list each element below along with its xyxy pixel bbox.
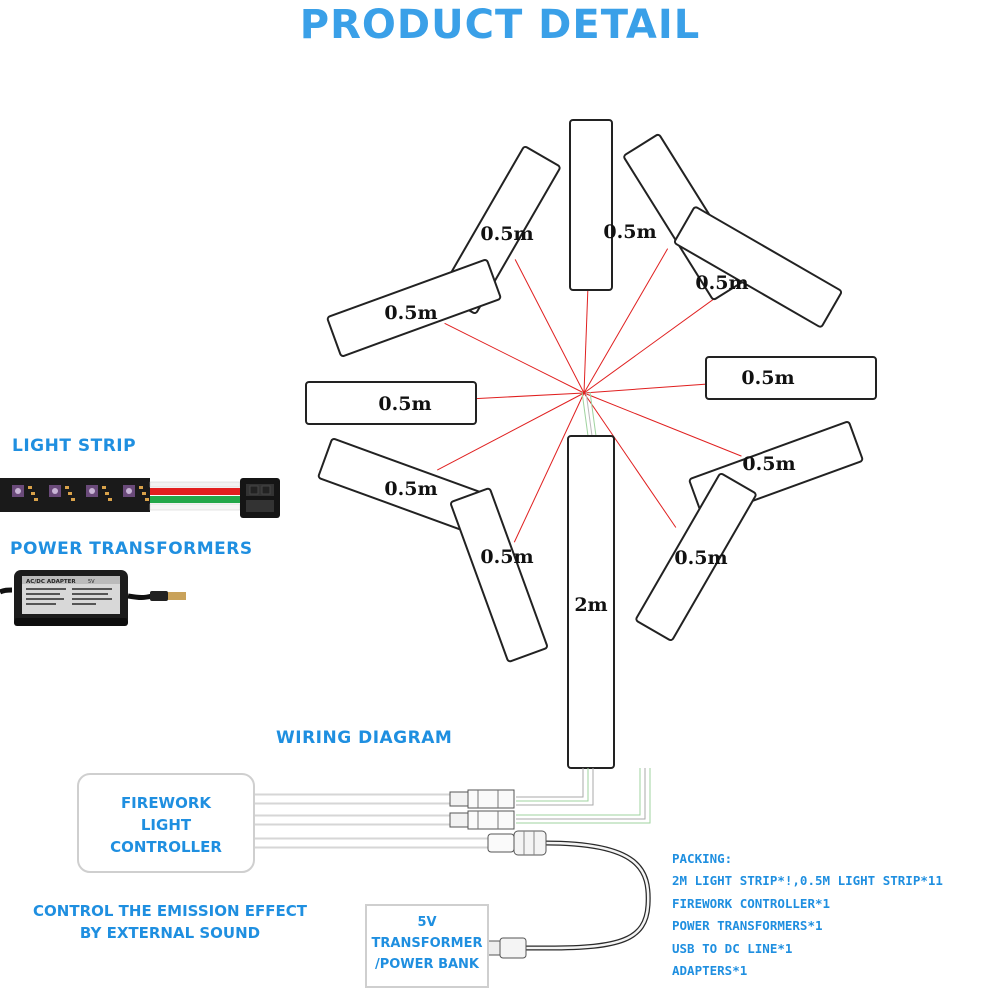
fan-wire	[514, 259, 585, 394]
branch-strip	[673, 206, 843, 328]
branch-strip-body	[635, 472, 757, 642]
firework-controller	[77, 773, 255, 873]
branch-strip-label: 0.5m	[378, 393, 431, 415]
branch-strip-label: 0.5m	[603, 221, 656, 243]
branch-strip-label: 0.5m	[695, 272, 748, 294]
fan-wire	[583, 289, 727, 394]
controller-line1: FIREWORK	[120, 794, 212, 812]
main-strip: 2m	[567, 435, 615, 769]
transformer-box	[365, 904, 489, 988]
transformer-line3: /POWER BANK	[374, 957, 479, 972]
adapter-brand-text: AC/DC ADAPTER	[26, 579, 76, 585]
branch-strip-body	[450, 487, 548, 663]
packing-item: FIREWORK CONTROLLER*1	[672, 895, 831, 911]
adapter-spec-text: 5V	[88, 579, 95, 585]
controller-cables	[246, 793, 651, 951]
branch-strip	[635, 472, 757, 642]
control-caption-line2: BY EXTERNAL SOUND	[79, 924, 261, 942]
branch-strip-body	[326, 259, 502, 357]
branch-strip	[569, 119, 613, 291]
main-strip-body	[567, 435, 615, 769]
strip-connectors[interactable]	[449, 789, 515, 830]
branch-strip-label: 0.5m	[384, 302, 437, 324]
main-strip-label: 2m	[574, 594, 607, 616]
branch-strip-label: 0.5m	[480, 223, 533, 245]
fan-wire	[583, 392, 677, 528]
transformer-line2: TRANSFORMER	[371, 936, 483, 951]
fan-wires	[425, 238, 754, 543]
strip-to-connector-wires	[516, 768, 651, 824]
packing-item: POWER TRANSFORMERS*1	[672, 918, 823, 934]
packing-list: PACKING: 2M LIGHT STRIP*!,0.5M LIGHT STR…	[672, 848, 943, 982]
power-adapter-photo: AC/DC ADAPTER 5V	[0, 570, 186, 626]
branch-strip-label: 0.5m	[384, 478, 437, 500]
packing-item: ADAPTERS*1	[672, 962, 748, 978]
branch-strips: 0.5m 0.5m 0.5m 0.5m 0.5m 0.5m 0.5m 0.5m 0.5m 0.5m	[305, 119, 877, 663]
control-caption: CONTROL THE EMISSION EFFECT BY EXTERNAL …	[0, 900, 340, 944]
fan-wire	[513, 392, 585, 543]
branch-strip-label: 0.5m	[674, 547, 727, 569]
branch-strip	[705, 356, 877, 400]
dc-connector[interactable]	[487, 830, 547, 856]
branch-strip-label: 0.5m	[742, 453, 795, 475]
packing-heading: PACKING:	[672, 851, 733, 866]
power-transformers-heading: POWER TRANSFORMERS	[10, 539, 253, 559]
branch-strip-body	[569, 119, 613, 291]
page-title: PRODUCT DETAIL	[299, 2, 701, 48]
branch-strip-body	[705, 356, 877, 400]
light-strip-heading: LIGHT STRIP	[12, 436, 137, 456]
branch-strip	[326, 259, 502, 357]
controller-line2: LIGHT	[140, 816, 192, 834]
fan-wire	[583, 248, 669, 394]
controller-line3: CONTROLLER	[110, 838, 222, 856]
branch-strip	[450, 487, 548, 663]
transformer-line1: 5V	[417, 915, 437, 930]
branch-strip-label: 0.5m	[741, 367, 794, 389]
branch-strip	[305, 381, 477, 425]
branch-strip-body	[673, 206, 843, 328]
fan-wire	[436, 392, 585, 471]
wiring-diagram-heading: WIRING DIAGRAM	[276, 728, 453, 748]
fan-wire	[583, 392, 742, 457]
controller-label: FIREWORK LIGHT CONTROLLER	[78, 792, 254, 858]
branch-strip-label: 0.5m	[480, 546, 533, 568]
hub-lead-wires	[581, 391, 597, 437]
branch-strip-body	[305, 381, 477, 425]
packing-item: USB TO DC LINE*1	[672, 940, 793, 956]
usb-plug[interactable]	[487, 937, 527, 959]
transformer-label: 5V TRANSFORMER /POWER BANK	[366, 912, 488, 975]
light-strip-photo	[0, 478, 280, 518]
fan-wire	[444, 322, 585, 394]
packing-item: 2M LIGHT STRIP*!,0.5M LIGHT STRIP*11	[672, 873, 943, 889]
control-caption-line1: CONTROL THE EMISSION EFFECT	[33, 902, 307, 920]
